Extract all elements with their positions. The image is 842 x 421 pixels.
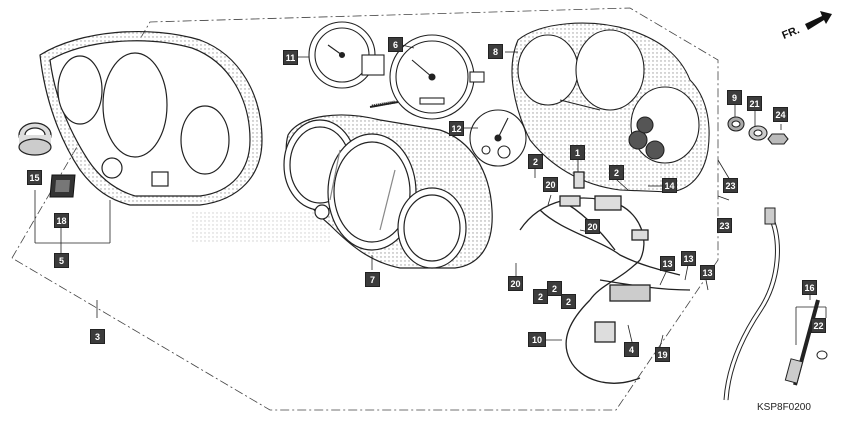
callout-1[interactable]: 1 — [570, 145, 585, 160]
callout-8[interactable]: 8 — [488, 44, 503, 59]
callout-9[interactable]: 9 — [727, 90, 742, 105]
callout-23-lower[interactable]: 23 — [717, 218, 732, 233]
callout-21[interactable]: 21 — [747, 96, 762, 111]
callout-4[interactable]: 4 — [624, 342, 639, 357]
callout-19[interactable]: 19 — [655, 347, 670, 362]
meter-visor — [39, 30, 263, 206]
watermark-band — [190, 212, 330, 242]
grommet-part — [18, 122, 52, 156]
callout-5[interactable]: 5 — [54, 253, 69, 268]
callout-13-right[interactable]: 13 — [700, 265, 715, 280]
callout-10[interactable]: 10 — [528, 332, 546, 347]
rubber-mounts — [727, 116, 789, 145]
callout-18[interactable]: 18 — [54, 213, 69, 228]
leader-lines — [34, 44, 827, 348]
front-arrow-icon — [805, 11, 832, 30]
callout-6[interactable]: 6 — [388, 37, 403, 52]
callout-23-upper[interactable]: 23 — [723, 178, 738, 193]
callout-20-middle[interactable]: 20 — [585, 219, 600, 234]
callout-20-upper[interactable]: 20 — [543, 177, 558, 192]
callout-7[interactable]: 7 — [365, 272, 380, 287]
diagram-code: KSP8F0200 — [757, 402, 811, 413]
callout-11[interactable]: 11 — [283, 50, 298, 65]
callout-20-lower[interactable]: 20 — [508, 276, 523, 291]
callout-12[interactable]: 12 — [449, 121, 464, 136]
emblem-part — [49, 174, 76, 198]
callout-2-upper-right[interactable]: 2 — [609, 165, 624, 180]
speedometer-cable — [723, 207, 828, 401]
callout-13-middle[interactable]: 13 — [681, 251, 696, 266]
lower-case — [511, 22, 710, 193]
tachometer-gauge — [308, 21, 385, 89]
speedometer-gauge — [369, 34, 485, 120]
callout-16[interactable]: 16 — [802, 280, 817, 295]
callout-24[interactable]: 24 — [773, 107, 788, 122]
callout-2-upper-left[interactable]: 2 — [528, 154, 543, 169]
callout-22[interactable]: 22 — [811, 318, 826, 333]
callout-3[interactable]: 3 — [90, 329, 105, 344]
callout-2-lower-1[interactable]: 2 — [533, 289, 548, 304]
callout-2-lower-3[interactable]: 2 — [561, 294, 576, 309]
fuel-gauge — [469, 109, 527, 167]
callout-15[interactable]: 15 — [27, 170, 42, 185]
meter-case — [283, 114, 493, 269]
callout-13-left[interactable]: 13 — [660, 256, 675, 271]
callout-14[interactable]: 14 — [662, 178, 677, 193]
callout-2-lower-2[interactable]: 2 — [547, 281, 562, 296]
